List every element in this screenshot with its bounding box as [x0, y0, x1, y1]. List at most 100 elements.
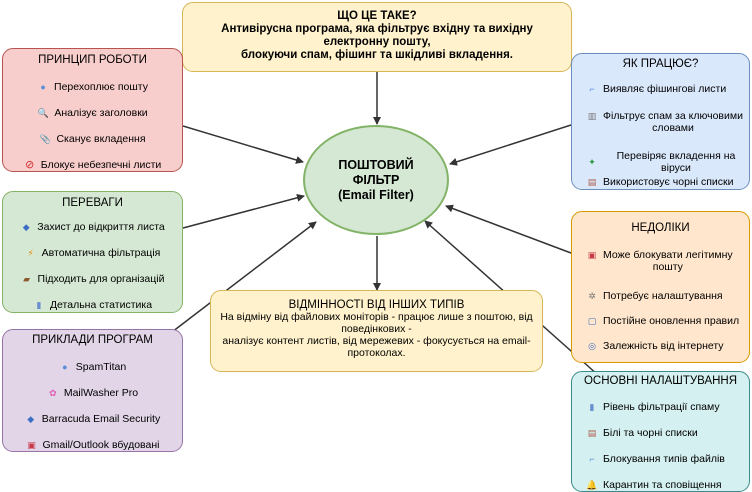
list-item: ▢ Постійне оновлення правил	[572, 315, 749, 327]
what-is-text-line: блокуючи спам, фішинг та шкідливі вкладе…	[240, 49, 513, 61]
list-item: ▥ Фільтрує спам за ключовими словами	[572, 110, 749, 134]
differences-text-line: На відміну від файлових моніторів - прац…	[220, 311, 533, 323]
item-label: Перехоплює пошту	[54, 81, 148, 93]
item-label: Рівень фільтрації спаму	[603, 401, 720, 413]
item-label: Захист до відкриття листа	[37, 221, 165, 233]
list-item: ▣ Gmail/Outlook вбудовані	[3, 439, 182, 451]
what-is-text-line: Антивірусна програма, яка фільтрує вхідн…	[221, 23, 533, 35]
shield-icon: ◆	[27, 414, 35, 424]
dot-icon: ●	[62, 362, 68, 372]
globe-icon: ◎	[588, 341, 596, 351]
item-label: SpamTitan	[75, 361, 127, 373]
principle-box: ПРИНЦИП РОБОТИ ● Перехоплює пошту 🔍 Анал…	[2, 48, 183, 172]
how-works-title: ЯК ПРАЦЮЄ?	[622, 58, 699, 70]
list-item: ◆ Захист до відкриття листа	[3, 221, 182, 233]
differences-box: ВІДМІННОСТІ ВІД ІНШИХ ТИПІВ На відміну в…	[210, 290, 543, 372]
list-item: ⌐ Блокування типів файлів	[572, 453, 749, 465]
item-label: Білі та чорні списки	[603, 427, 698, 439]
lightning-icon: ⚡	[27, 248, 34, 258]
differences-text-line: аналізує контент листів, від мережевих -…	[222, 335, 531, 347]
arrow-advantages	[182, 193, 305, 229]
center-title-line: (Email Filter)	[338, 187, 414, 202]
trash-icon: ▥	[587, 111, 597, 121]
item-label: Виявляє фішингові листи	[603, 83, 727, 95]
list-item: ⊘ Блокує небезпечні листи	[3, 159, 182, 171]
list-item: ▰ Підходить для організацій	[3, 273, 182, 285]
list-item: ▮ Детальна статистика	[3, 299, 182, 311]
center-title-line: ФІЛЬТР	[352, 172, 400, 187]
arrow-how-works	[449, 124, 572, 166]
bar-chart-icon: ▮	[36, 300, 42, 310]
item-label: словами	[652, 122, 694, 134]
item-label: Залежність від інтернету	[603, 340, 724, 352]
settings-title: ОСНОВНІ НАЛАШТУВАННЯ	[583, 375, 738, 387]
item-label: Може блокувати легітимну	[603, 249, 733, 261]
shield-icon: ◆	[22, 222, 30, 232]
mail-icon: ▣	[587, 250, 597, 260]
item-label: Постійне оновлення правил	[603, 315, 740, 327]
settings-box: ОСНОВНІ НАЛАШТУВАННЯ ▮ Рівень фільтрації…	[571, 371, 750, 492]
dot-icon: ●	[40, 82, 46, 92]
paperclip-icon: 📎	[39, 134, 52, 144]
item-label: Gmail/Outlook вбудовані	[42, 439, 160, 451]
arrow-drawbacks	[445, 204, 572, 254]
drawbacks-title: НЕДОЛІКИ	[631, 222, 690, 234]
drawbacks-box: НЕДОЛІКИ ▣ Може блокувати легітимну пошт…	[571, 211, 750, 363]
differences-title: ВІДМІННОСТІ ВІД ІНШИХ ТИПІВ	[288, 299, 465, 311]
bell-icon: 🔔	[586, 480, 598, 490]
item-label: Barracuda Email Security	[41, 413, 161, 425]
virus-icon: ✦	[588, 157, 596, 167]
item-label: Використовує чорні списки	[603, 176, 734, 188]
list-item: ● Перехоплює пошту	[3, 81, 182, 93]
item-label: MailWasher Pro	[63, 387, 139, 399]
mail-icon: ▣	[27, 440, 36, 450]
briefcase-icon: ▰	[23, 274, 30, 284]
list-item: ▣ Може блокувати легітимну пошту	[572, 249, 749, 273]
what-is-box: ЩО ЦЕ ТАКЕ? Антивірусна програма, яка фі…	[182, 2, 572, 72]
item-label: Детальна статистика	[49, 299, 153, 311]
item-label: Перевіряє вкладення на віруси	[616, 150, 736, 174]
what-is-text-line: електронну пошту,	[323, 36, 431, 48]
bar-chart-icon: ▮	[589, 402, 595, 412]
item-label: Карантин та сповіщення	[603, 479, 722, 491]
list-item: ⌐ Виявляє фішингові листи	[572, 83, 749, 95]
item-label: Фільтрує спам за ключовими	[603, 110, 743, 122]
what-is-title: ЩО ЦЕ ТАКЕ?	[337, 10, 417, 22]
how-works-box: ЯК ПРАЦЮЄ? ⌐ Виявляє фішингові листи ▥ Ф…	[571, 53, 750, 190]
list-item: ✲ Потребує налаштування	[572, 290, 749, 302]
flower-icon: ✿	[49, 388, 57, 398]
item-label: пошту	[652, 261, 683, 273]
refresh-icon: ▢	[587, 316, 597, 326]
item-label: Підходить для організацій	[37, 273, 165, 285]
item-label: Сканує вкладення	[56, 133, 146, 145]
center-title-line: ПОШТОВИЙ	[338, 157, 414, 172]
advantages-box: ПЕРЕВАГИ ◆ Захист до відкриття листа ⚡ А…	[2, 191, 183, 313]
item-label: Блокування типів файлів	[603, 453, 725, 465]
advantages-title: ПЕРЕВАГИ	[62, 197, 123, 209]
arrow-principle	[182, 125, 304, 164]
list-item: ◆ Barracuda Email Security	[3, 413, 182, 425]
magnifier-icon: 🔍	[37, 108, 49, 118]
clipboard-icon: ▤	[587, 428, 597, 438]
clipboard-icon: ▤	[587, 177, 597, 187]
item-label: Автоматична фільтрація	[41, 247, 161, 259]
list-item: 🔍 Аналізує заголовки	[3, 107, 182, 119]
prohibited-icon: ⊘	[25, 159, 35, 171]
item-label: Аналізує заголовки	[54, 107, 148, 119]
differences-text-line: поведінкових -	[341, 323, 412, 335]
list-item: ● SpamTitan	[3, 361, 182, 373]
differences-text-line: протоколах.	[347, 347, 406, 359]
arrow-examples	[171, 221, 317, 333]
examples-box: ПРИКЛАДИ ПРОГРАМ ● SpamTitan ✿ MailWashe…	[2, 329, 183, 452]
central-node: ПОШТОВИЙ ФІЛЬТР (Email Filter)	[303, 125, 449, 235]
list-item: ▤ Білі та чорні списки	[572, 427, 749, 439]
list-item: 📎 Сканує вкладення	[3, 133, 182, 145]
item-label: Потребує налаштування	[603, 290, 723, 302]
item-label-wrap: Фільтрує спам за ключовими словами	[603, 110, 743, 134]
principle-title: ПРИНЦИП РОБОТИ	[38, 54, 147, 66]
list-item: 🔔 Карантин та сповіщення	[572, 479, 749, 491]
item-label-wrap: Може блокувати легітимну пошту	[603, 249, 733, 273]
list-item: ⚡ Автоматична фільтрація	[3, 247, 182, 259]
list-item: ✦ Перевіряє вкладення на віруси	[572, 150, 749, 174]
item-label: Блокує небезпечні листи	[40, 159, 162, 171]
